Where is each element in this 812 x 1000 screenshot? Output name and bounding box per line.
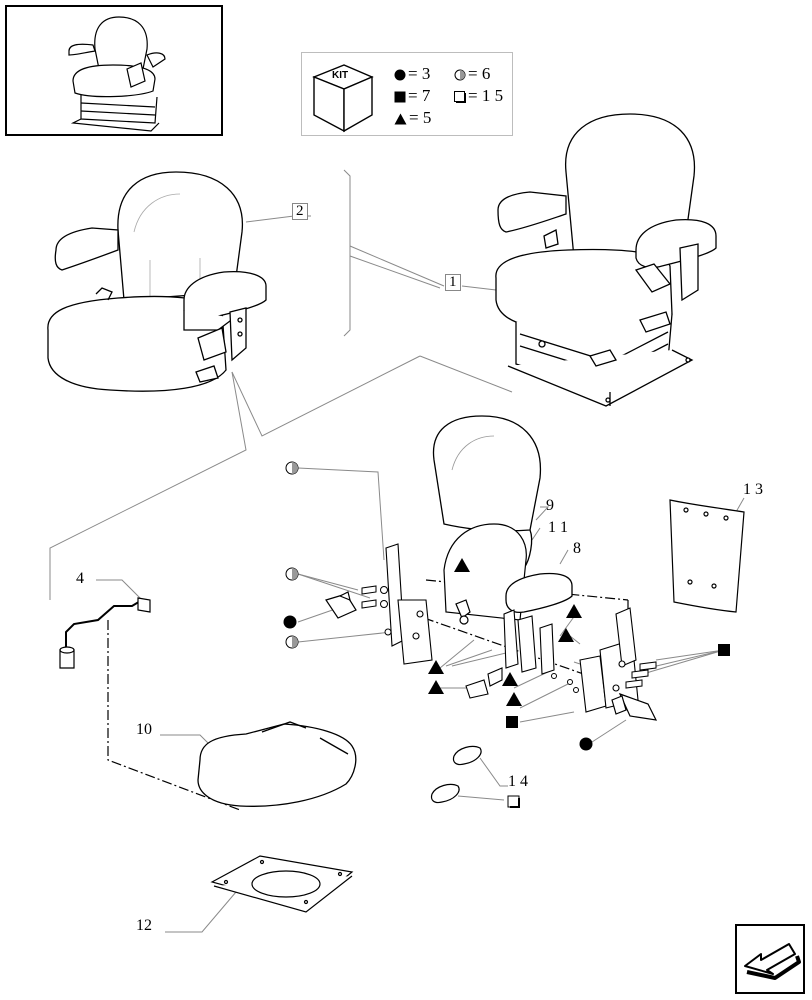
- seat-upholstery-drawing: [47, 171, 267, 392]
- filled-triangle-icon: [502, 672, 518, 686]
- leader-8: [559, 549, 569, 565]
- hinge-bracket-drawing: [385, 543, 639, 713]
- callout-14[interactable]: 1 4: [508, 773, 528, 790]
- callout-12[interactable]: 12: [136, 917, 152, 934]
- kit-entry-filled-square: = 7: [394, 87, 430, 104]
- callout-8[interactable]: 8: [573, 540, 581, 557]
- filled-triangle-icon: [558, 628, 574, 642]
- callout-4[interactable]: 4: [76, 570, 84, 587]
- half-circle-icon: [454, 69, 466, 81]
- callout-2[interactable]: 2: [292, 203, 308, 220]
- kit-legend: KIT = 3 = 6 = 7 = 1 5 = 5: [301, 52, 513, 136]
- leader-14a: [479, 757, 508, 787]
- fasteners-drawing: [361, 585, 657, 693]
- filled-square-icon: [394, 91, 406, 103]
- divider-line: [343, 169, 351, 337]
- filled-triangle-icon: [394, 113, 407, 125]
- kit-cube-icon: [312, 64, 374, 133]
- leader-13: [735, 497, 745, 513]
- armrest-drawing: [505, 572, 573, 614]
- kit-symbols-on-drawing: [283, 461, 730, 808]
- exploded-axis-1: [389, 605, 613, 685]
- assembly-thumbnail[interactable]: [5, 5, 223, 136]
- callout-10[interactable]: 10: [136, 721, 152, 738]
- explode-guide: [231, 355, 421, 437]
- filled-triangle-icon: [428, 660, 444, 674]
- callout-9[interactable]: 9: [546, 497, 554, 514]
- leader-halfcircle-1: [297, 467, 385, 561]
- leader-1-left: [349, 245, 445, 287]
- kit-entry-half-circle: = 6: [454, 65, 490, 82]
- thumbnail-seat-drawing: [68, 16, 166, 132]
- callout-11[interactable]: 1 1: [548, 519, 568, 536]
- callout-13[interactable]: 1 3: [743, 481, 763, 498]
- kit-entry-filled-circle: = 3: [394, 65, 430, 82]
- filled-circle-icon: [579, 737, 593, 751]
- filled-circle-icon: [283, 615, 297, 629]
- kit-entry-text: = 1 5: [468, 86, 504, 105]
- kit-entry-text: = 3: [408, 64, 431, 83]
- kit-entry-text: = 5: [409, 108, 432, 127]
- half-circle-icon: [285, 567, 299, 581]
- callout-1[interactable]: 1: [445, 274, 461, 291]
- kit-entry-text: = 6: [468, 64, 491, 83]
- complete-seat-drawing: [495, 113, 717, 407]
- back-cover-plate-drawing: [669, 499, 745, 613]
- leader-11: [531, 527, 541, 541]
- lever-caps-drawing: [430, 745, 482, 804]
- explode-guide-left: [49, 371, 247, 600]
- filled-triangle-icon: [428, 680, 444, 694]
- leader-10: [160, 734, 211, 746]
- filled-triangle-icon: [506, 692, 522, 706]
- seat-cushion-drawing: [197, 721, 357, 807]
- seat-belt-drawing: [325, 591, 658, 721]
- leader-12: [165, 891, 237, 933]
- filled-square-icon: [718, 644, 730, 656]
- filled-circle-icon: [394, 69, 406, 81]
- arrow-left-icon: [744, 943, 801, 980]
- open-square-icon: [454, 91, 466, 104]
- leader-triangle-1: [465, 565, 507, 623]
- kit-entry-text: = 7: [408, 86, 431, 105]
- leader-4: [96, 579, 143, 601]
- half-circle-icon: [285, 635, 299, 649]
- kit-entry-filled-triangle: = 5: [394, 109, 431, 126]
- previous-page-button[interactable]: [735, 924, 805, 994]
- kit-entry-open-square: = 1 5: [454, 87, 503, 104]
- backrest-drawing: [432, 415, 542, 569]
- leader-1-right: [461, 285, 497, 291]
- filled-triangle-icon: [566, 604, 582, 618]
- filled-triangle-icon: [454, 558, 470, 572]
- filled-square-icon: [506, 716, 518, 728]
- backrest-frame-drawing: [443, 523, 527, 625]
- seat-base-plate-drawing: [210, 855, 354, 913]
- exploded-axis-2: [425, 579, 629, 601]
- open-square-icon: [507, 795, 520, 808]
- kit-box-label: KIT: [332, 70, 349, 81]
- half-circle-icon: [285, 461, 299, 475]
- wiring-harness-drawing: [59, 597, 151, 669]
- harness-dash-line: [107, 620, 241, 811]
